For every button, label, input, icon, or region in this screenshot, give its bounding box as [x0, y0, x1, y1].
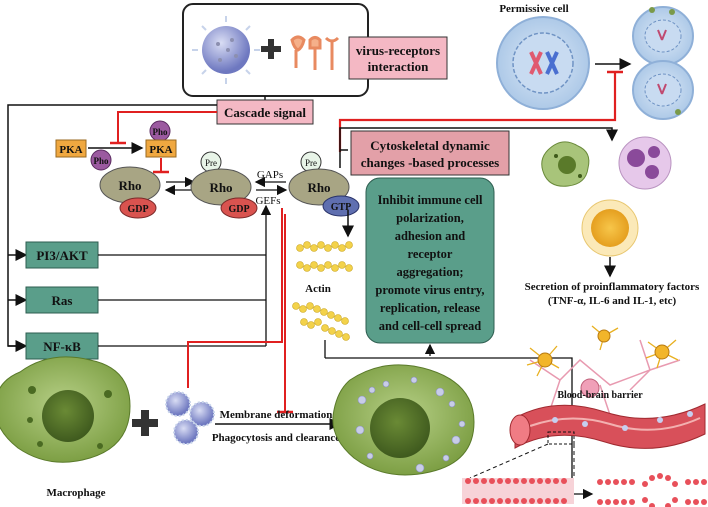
neutrophil-cell-icon — [618, 136, 672, 190]
zoom-line-left — [469, 443, 549, 479]
permissive-cell-icon — [496, 16, 590, 110]
gefs-label: GEFs — [255, 195, 280, 207]
receptor-icons — [290, 35, 340, 70]
pathway-pi3akt — [25, 241, 99, 269]
cytoskeletal-line1: Cytoskeletal dynamic — [370, 138, 490, 153]
pho-badge-rho — [90, 149, 112, 171]
pka-box-right — [145, 139, 177, 158]
gdp-1-label: GDP — [127, 204, 148, 215]
pathway-nfkb — [25, 332, 99, 360]
virus-receptor-label-box — [348, 36, 448, 80]
macrophage-label: Macrophage — [46, 487, 105, 499]
pathway-pi3akt-label: PI3/AKT — [36, 248, 88, 263]
rho-2-label: Rho — [209, 180, 232, 195]
process-line-5: aggregation; — [396, 265, 463, 279]
astrocyte-3 — [597, 329, 611, 343]
secretion-line2: (TNF-α, IL-6 and IL-1, etc) — [548, 295, 677, 307]
virus-to-gefs-line — [187, 208, 283, 388]
virus-particle-icon — [192, 16, 260, 84]
cytoskeletal-line2: changes -based processes — [361, 155, 499, 170]
rho-3-label: Rho — [307, 180, 330, 195]
gtp — [322, 195, 360, 217]
cytoskeletal-box — [350, 130, 510, 176]
plus-icon — [261, 39, 281, 59]
virus-receptor-label-2: interaction — [368, 59, 429, 74]
zoom-region — [547, 431, 575, 445]
pka-box-left — [55, 139, 87, 158]
cascade-signal-label: Cascade signal — [224, 105, 306, 120]
pathway-ras-label: Ras — [52, 293, 73, 308]
dividing-cell-icon — [632, 6, 694, 120]
phagocytosis-label: Phagocytosis and clearance — [212, 432, 340, 444]
membrane-deformation-label: Membrane deformation — [220, 409, 333, 421]
pho-label-top: Pho — [152, 127, 168, 137]
astrocyte-1 — [537, 352, 553, 368]
pathway-ras — [25, 286, 99, 314]
pathway-nfkb-label: NF-κB — [43, 339, 81, 354]
process-line-3: adhesion and — [395, 229, 466, 243]
to-immune-cells-arrow — [339, 127, 618, 168]
gdp-2-label: GDP — [228, 204, 249, 215]
astrocyte-2 — [654, 344, 670, 360]
gdp-1 — [119, 197, 157, 219]
actin-label: Actin — [305, 283, 331, 295]
secretion-line1: Secretion of proinflammatory factors — [525, 281, 700, 293]
processes-box — [365, 177, 495, 344]
gdp-2 — [220, 197, 258, 219]
lymphocyte-cell-icon — [581, 199, 639, 257]
cascade-signal-box — [216, 99, 314, 125]
deformed-membrane-icon — [597, 473, 707, 507]
blood-vessel-icon — [509, 403, 706, 449]
permissive-cell-label: Permissive cell — [499, 3, 568, 15]
gaps-label: GAPs — [257, 169, 283, 181]
neuron-body — [580, 378, 600, 398]
rho-1-label: Rho — [118, 178, 141, 193]
virus-receptor-label-1: virus-receptors — [356, 43, 440, 58]
gtp-label: GTP — [331, 202, 352, 213]
intact-membrane-icon — [462, 478, 574, 504]
pka-label-left: PKA — [59, 144, 82, 156]
process-line-1: Inhibit immune cell — [378, 193, 483, 207]
neurons-icon — [529, 339, 681, 416]
phagocytosing-macrophage-icon — [332, 364, 475, 476]
rho-3 — [288, 168, 350, 206]
bbb-label: Blood-brain barrier — [557, 390, 643, 401]
process-line-7: replication, release — [380, 301, 481, 315]
microglia-cell-icon — [541, 141, 590, 187]
plus-icon — [132, 410, 158, 436]
process-line-8: and cell-cell spread — [379, 319, 482, 333]
cascade-to-pka-line — [117, 111, 217, 143]
pho-label-rho: Pho — [93, 156, 109, 166]
process-line-4: receptor — [408, 247, 453, 261]
rho-2 — [190, 168, 252, 206]
process-line-6: promote virus entry, — [375, 283, 484, 297]
macrophage-icon — [0, 356, 131, 463]
actin-filaments-icon — [292, 241, 353, 341]
virus-cluster-icon — [165, 391, 215, 445]
pka-label-right: PKA — [149, 144, 172, 156]
process-line-2: polarization, — [396, 211, 464, 225]
pre-label-3: Pre — [305, 158, 317, 168]
pre-label-2: Pre — [205, 158, 217, 168]
